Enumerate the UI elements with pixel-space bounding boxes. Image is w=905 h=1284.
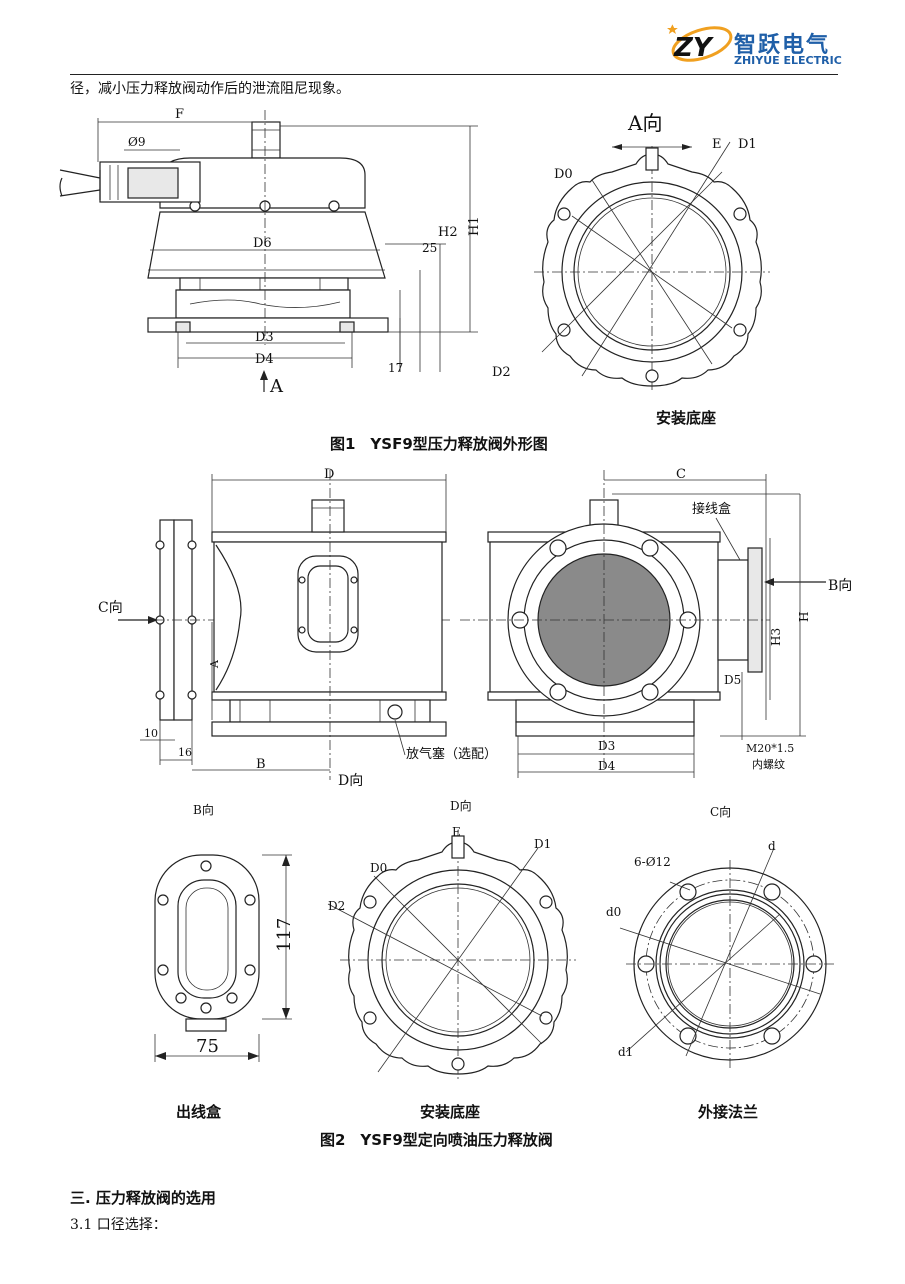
figure2-subviews: 117 75 E D0 D1 D2 6-Ø12 d — [154, 825, 834, 1080]
fig1-dim-E: E — [712, 137, 722, 152]
header-rule — [70, 74, 838, 75]
fig2-sub-dim-D0: D0 — [370, 861, 387, 875]
fig2-dim-D5: D5 — [724, 673, 741, 687]
fig2-flange-caption: 外接法兰 — [698, 1103, 759, 1121]
fig2-outlet-box-caption: 出线盒 — [176, 1103, 222, 1121]
fig1-dim-F: F — [175, 107, 184, 122]
fig2-C-direction: C向 — [98, 600, 123, 616]
fig1-arrow-A: A — [269, 376, 284, 397]
fig2-sub-dim-D1: D1 — [534, 837, 551, 851]
figure2-drawing: C向 B向 D向 D C A B 10 16 D3 D4 D5 H H3 接线盒… — [98, 467, 852, 789]
company-name-cn: 智跃电气 — [734, 33, 831, 58]
fig2-flange-view — [619, 847, 834, 1068]
section3-item: 3.1 口径选择： — [70, 1217, 167, 1233]
fig2-dim-D: D — [324, 467, 334, 482]
fig1-dim-17: 17 — [388, 361, 403, 375]
fig1-dim-D2: D2 — [492, 365, 511, 380]
fig1-dim-D1: D1 — [738, 137, 757, 152]
fig1-dim-D4: D4 — [255, 352, 274, 367]
fig1-dim-25: 25 — [422, 241, 437, 255]
fig2-c-view-title: C向 — [710, 805, 732, 819]
company-name-en: ZHIYUE ELECTRIC — [734, 54, 842, 67]
fig1-dim-D6: D6 — [253, 236, 272, 251]
fig2-caption: 图2 YSF9型定向喷油压力释放阀 — [320, 1131, 553, 1149]
fig1-dim-H2: H2 — [438, 225, 458, 240]
fig2-dim-A: A — [208, 659, 221, 669]
fig2-dim-16: 16 — [178, 746, 192, 759]
fig2-sub-dim-D2: D2 — [328, 899, 345, 913]
fig2-dim-117: 117 — [274, 918, 295, 952]
fig2-right-view — [460, 470, 826, 778]
fig2-dim-H: H — [797, 612, 811, 622]
fig2-base-caption: 安装底座 — [420, 1103, 481, 1121]
fig2-vent-plug: 放气塞（选配） — [406, 746, 497, 762]
fig1-dim-D3: D3 — [255, 330, 274, 345]
fig2-sub-holes: 6-Ø12 — [634, 855, 671, 869]
fig2-D-direction: D向 — [338, 773, 363, 789]
figure1-drawing: F Ø9 D6 D3 D4 A H1 H2 25 17 — [59, 107, 770, 397]
fig1-base-label: 安装底座 — [656, 409, 717, 427]
header-logo: ZY — [666, 22, 846, 72]
fig2-thread-type: 内螺纹 — [752, 757, 785, 771]
fig2-sub-dim-E: E — [452, 825, 461, 839]
fig1-A-direction: A向 — [627, 111, 662, 135]
fig1-dim-D0: D0 — [554, 167, 573, 182]
fig2-outlet-box — [154, 854, 292, 1062]
fig1-base-view — [534, 141, 770, 392]
fig2-dim-D4: D4 — [598, 759, 616, 773]
zy-logo-icon: ZY — [667, 24, 733, 63]
fig2-dim-H3: H3 — [769, 628, 783, 646]
section3-heading: 三. 压力释放阀的选用 — [70, 1189, 216, 1207]
fig2-front-view — [192, 470, 447, 780]
fig2-sub-dim-d: d — [768, 839, 776, 853]
fig2-dim-C: C — [676, 467, 686, 482]
fig2-base-view — [327, 830, 576, 1080]
fig1-dim-phi9: Ø9 — [128, 135, 145, 149]
fig2-B-direction: B向 — [828, 578, 852, 594]
intro-text: 径，减小压力释放阀动作后的泄流阻尼现象。 — [70, 81, 350, 97]
fig2-b-view-title: B向 — [193, 803, 214, 817]
fig1-caption: 图1 YSF9型压力释放阀外形图 — [330, 435, 548, 453]
fig2-dim-75: 75 — [196, 1036, 219, 1057]
fig2-thread-spec: M20*1.5 — [746, 742, 794, 755]
fig2-junction-box: 接线盒 — [692, 501, 731, 517]
fig1-side-view: F Ø9 D6 D3 D4 A H1 H2 25 17 — [59, 107, 482, 397]
logo-mark: ZY — [673, 33, 715, 63]
fig2-d-view-title: D向 — [450, 799, 472, 813]
fig2-sub-dim-d1: d1 — [618, 1045, 633, 1059]
fig2-sub-dim-d0: d0 — [606, 905, 621, 919]
fig1-dim-H1: H1 — [467, 216, 482, 236]
fig2-dim-D3: D3 — [598, 739, 615, 753]
fig2-dim-B: B — [256, 757, 266, 772]
fig2-dim-10: 10 — [144, 727, 158, 740]
